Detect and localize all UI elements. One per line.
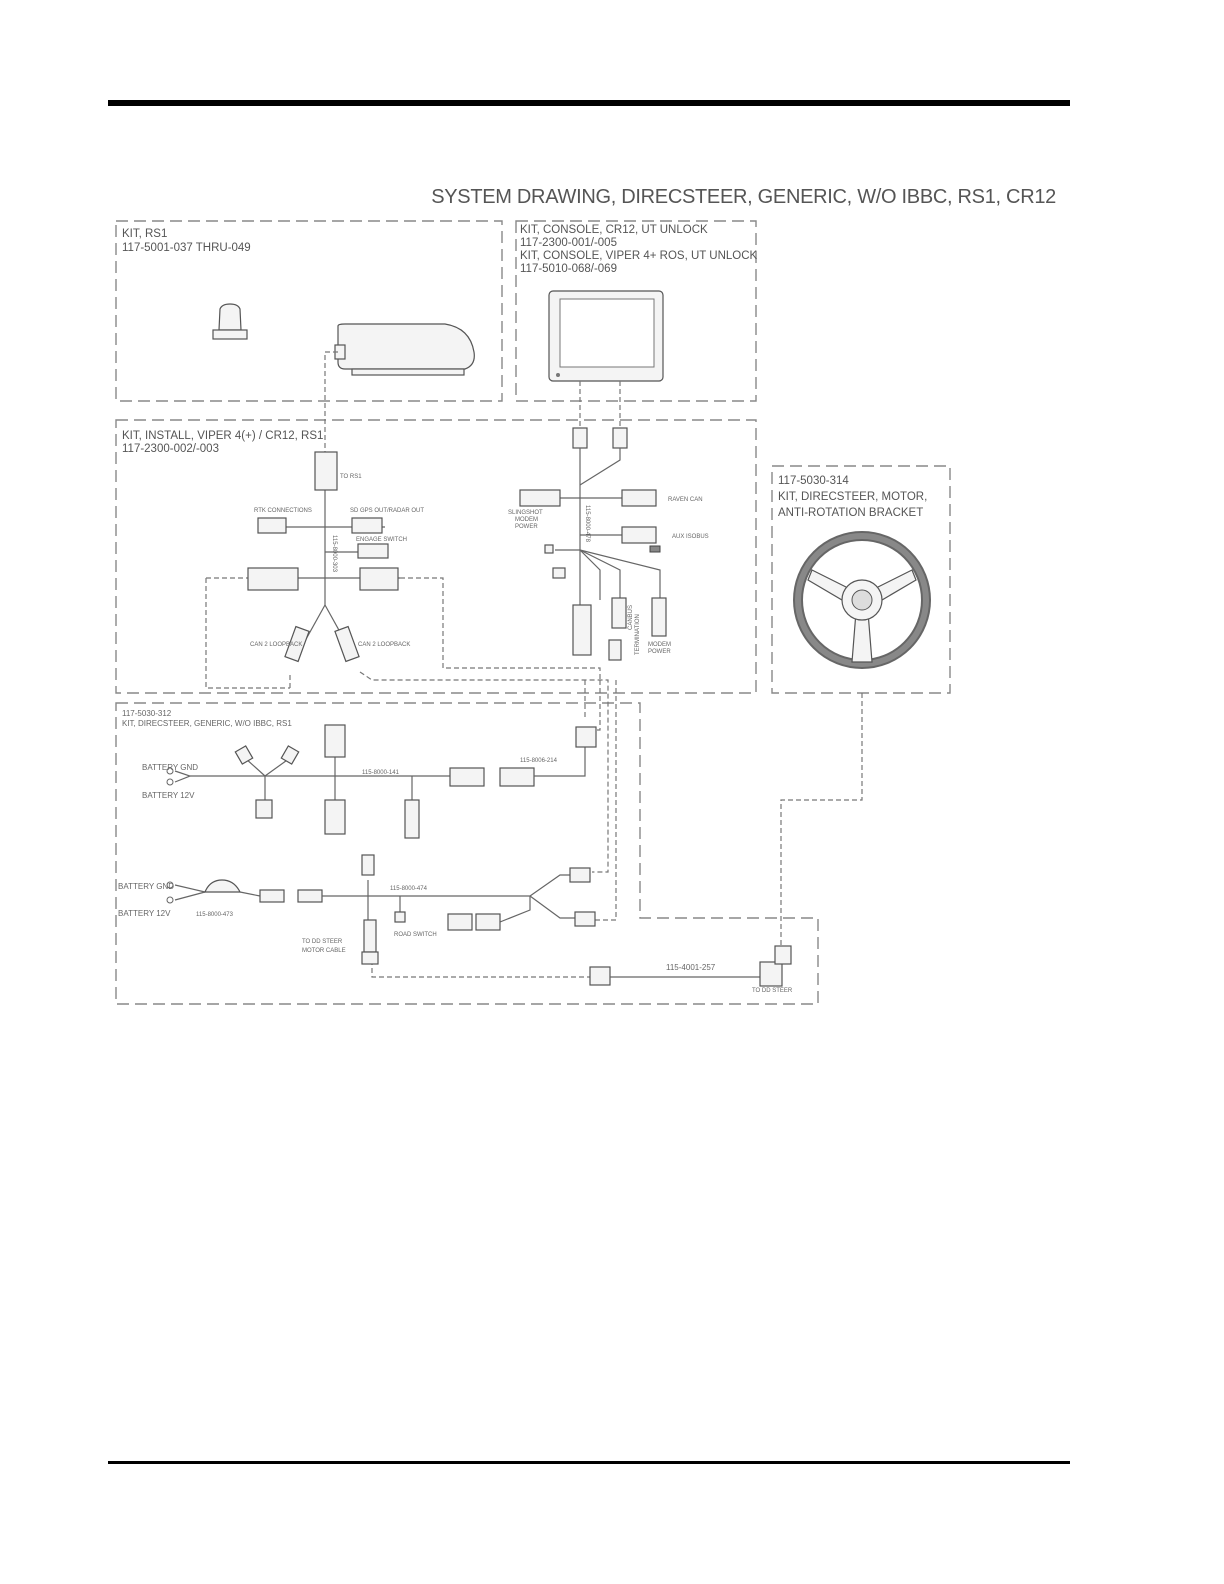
label-harness-console: 115-8000-478 bbox=[584, 505, 590, 543]
kit-motor-subtitle: ANTI-ROTATION BRACKET bbox=[778, 507, 923, 519]
label-canbus-termination-2: TERMINATION bbox=[635, 614, 641, 655]
label-road-switch: ROAD SWITCH bbox=[394, 932, 437, 938]
bottom-rule bbox=[108, 1461, 1070, 1464]
direcsteer-harness bbox=[166, 724, 792, 987]
label-can2-loopback-right: CAN 2 LOOPBACK bbox=[358, 642, 410, 648]
main-connector-right bbox=[359, 567, 399, 591]
steering-wheel-icon bbox=[793, 531, 931, 669]
label-rtk-connections: RTK CONNECTIONS bbox=[254, 508, 312, 514]
harness-257-connector bbox=[589, 966, 611, 986]
label-to-dd-motor-2: MOTOR CABLE bbox=[302, 948, 346, 954]
kit-console-alt-title: KIT, CONSOLE, VIPER 4+ ROS, UT UNLOCK bbox=[520, 250, 758, 262]
engage-switch-connector bbox=[357, 543, 389, 559]
label-battery-12v-2: BATTERY 12V bbox=[118, 909, 171, 918]
sd-gps-connector bbox=[351, 517, 383, 534]
slingshot-power-connector bbox=[519, 489, 561, 507]
label-harness-214: 115-8006-214 bbox=[520, 758, 558, 764]
kit-console-box bbox=[515, 220, 757, 402]
kit-console-title: KIT, CONSOLE, CR12, UT UNLOCK bbox=[520, 224, 708, 236]
raven-can-connector bbox=[621, 489, 657, 507]
display-console-icon bbox=[548, 290, 664, 382]
kit-motor-title: KIT, DIRECSTEER, MOTOR, bbox=[778, 491, 927, 503]
label-slingshot-1: SLINGSHOT bbox=[508, 510, 543, 516]
kit-rs1-title: KIT, RS1 bbox=[122, 228, 167, 240]
canbus-termination-connector bbox=[611, 597, 627, 629]
label-modem-power-2: POWER bbox=[648, 649, 671, 655]
label-harness-473: 115-8000-473 bbox=[196, 912, 234, 918]
kit-install-box bbox=[115, 419, 757, 694]
console-connector-left bbox=[572, 427, 588, 449]
label-engage-switch: ENGAGE SWITCH bbox=[356, 537, 407, 543]
label-harness-141: 115-8000-141 bbox=[362, 770, 400, 776]
label-to-dd-motor-1: TO DD STEER bbox=[302, 939, 343, 945]
kit-install-part: 117-2300-002/-003 bbox=[122, 443, 219, 455]
console-connector-right bbox=[612, 427, 628, 449]
can2-loopback-left-connector bbox=[284, 625, 310, 663]
label-harness-474: 115-8000-474 bbox=[390, 886, 428, 892]
kit-rs1-box bbox=[115, 220, 503, 402]
label-modem-power-1: MODEM bbox=[648, 642, 671, 648]
label-aux-isobus: AUX ISOBUS bbox=[672, 534, 709, 540]
kit-direcsteer-title: KIT, DIRECSTEER, GENERIC, W/O IBBC, RS1 bbox=[122, 719, 292, 728]
label-raven-can: RAVEN CAN bbox=[668, 497, 703, 503]
label-canbus-termination-1: CANBUS bbox=[628, 605, 634, 630]
kit-console-part: 117-2300-001/-005 bbox=[520, 237, 617, 249]
label-battery-gnd-1: BATTERY GND bbox=[142, 763, 198, 772]
install-harness bbox=[247, 451, 400, 663]
to-rs1-connector bbox=[314, 451, 338, 491]
top-rule bbox=[108, 100, 1070, 106]
label-to-rs1: TO RS1 bbox=[340, 474, 362, 480]
label-sd-gps-out: SD GPS OUT/RADAR OUT bbox=[350, 508, 424, 514]
kit-direcsteer-part: 117-5030-312 bbox=[122, 709, 172, 718]
label-harness-install: 115-8000-303 bbox=[331, 535, 337, 573]
rs1-receiver-icon bbox=[334, 323, 475, 376]
rtk-connector bbox=[257, 517, 287, 534]
kit-motor-box bbox=[771, 465, 951, 694]
aux-isobus-connector bbox=[621, 526, 657, 544]
antenna-icon bbox=[212, 303, 248, 340]
can2-loopback-right-connector bbox=[334, 625, 360, 663]
modem-power-connector bbox=[651, 597, 667, 637]
to-dd-steer-connector bbox=[759, 961, 783, 987]
drawing-title: SYSTEM DRAWING, DIRECSTEER, GENERIC, W/O… bbox=[431, 186, 1056, 208]
main-connector-left bbox=[247, 567, 299, 591]
label-to-dd-steer: TO DD STEER bbox=[752, 988, 793, 994]
kit-install-title: KIT, INSTALL, VIPER 4(+) / CR12, RS1 bbox=[122, 430, 323, 442]
kit-console-alt-part: 117-5010-068/-069 bbox=[520, 263, 617, 275]
label-slingshot-2: MODEM bbox=[515, 517, 538, 523]
label-slingshot-3: POWER bbox=[515, 524, 538, 530]
label-battery-gnd-2: BATTERY GND bbox=[118, 882, 174, 891]
kit-rs1-part: 117-5001-037 THRU-049 bbox=[122, 242, 251, 254]
console-harness bbox=[519, 427, 667, 661]
label-harness-257: 115-4001-257 bbox=[666, 963, 716, 972]
label-battery-12v-1: BATTERY 12V bbox=[142, 791, 195, 800]
inter-kit-wiring bbox=[205, 351, 863, 978]
harness-214-connector bbox=[575, 726, 597, 748]
kit-motor-part: 117-5030-314 bbox=[778, 475, 849, 487]
kit-direcsteer-box bbox=[115, 702, 819, 1005]
label-can2-loopback-left: CAN 2 LOOPBACK bbox=[250, 642, 302, 648]
console-main-connector bbox=[572, 604, 592, 656]
